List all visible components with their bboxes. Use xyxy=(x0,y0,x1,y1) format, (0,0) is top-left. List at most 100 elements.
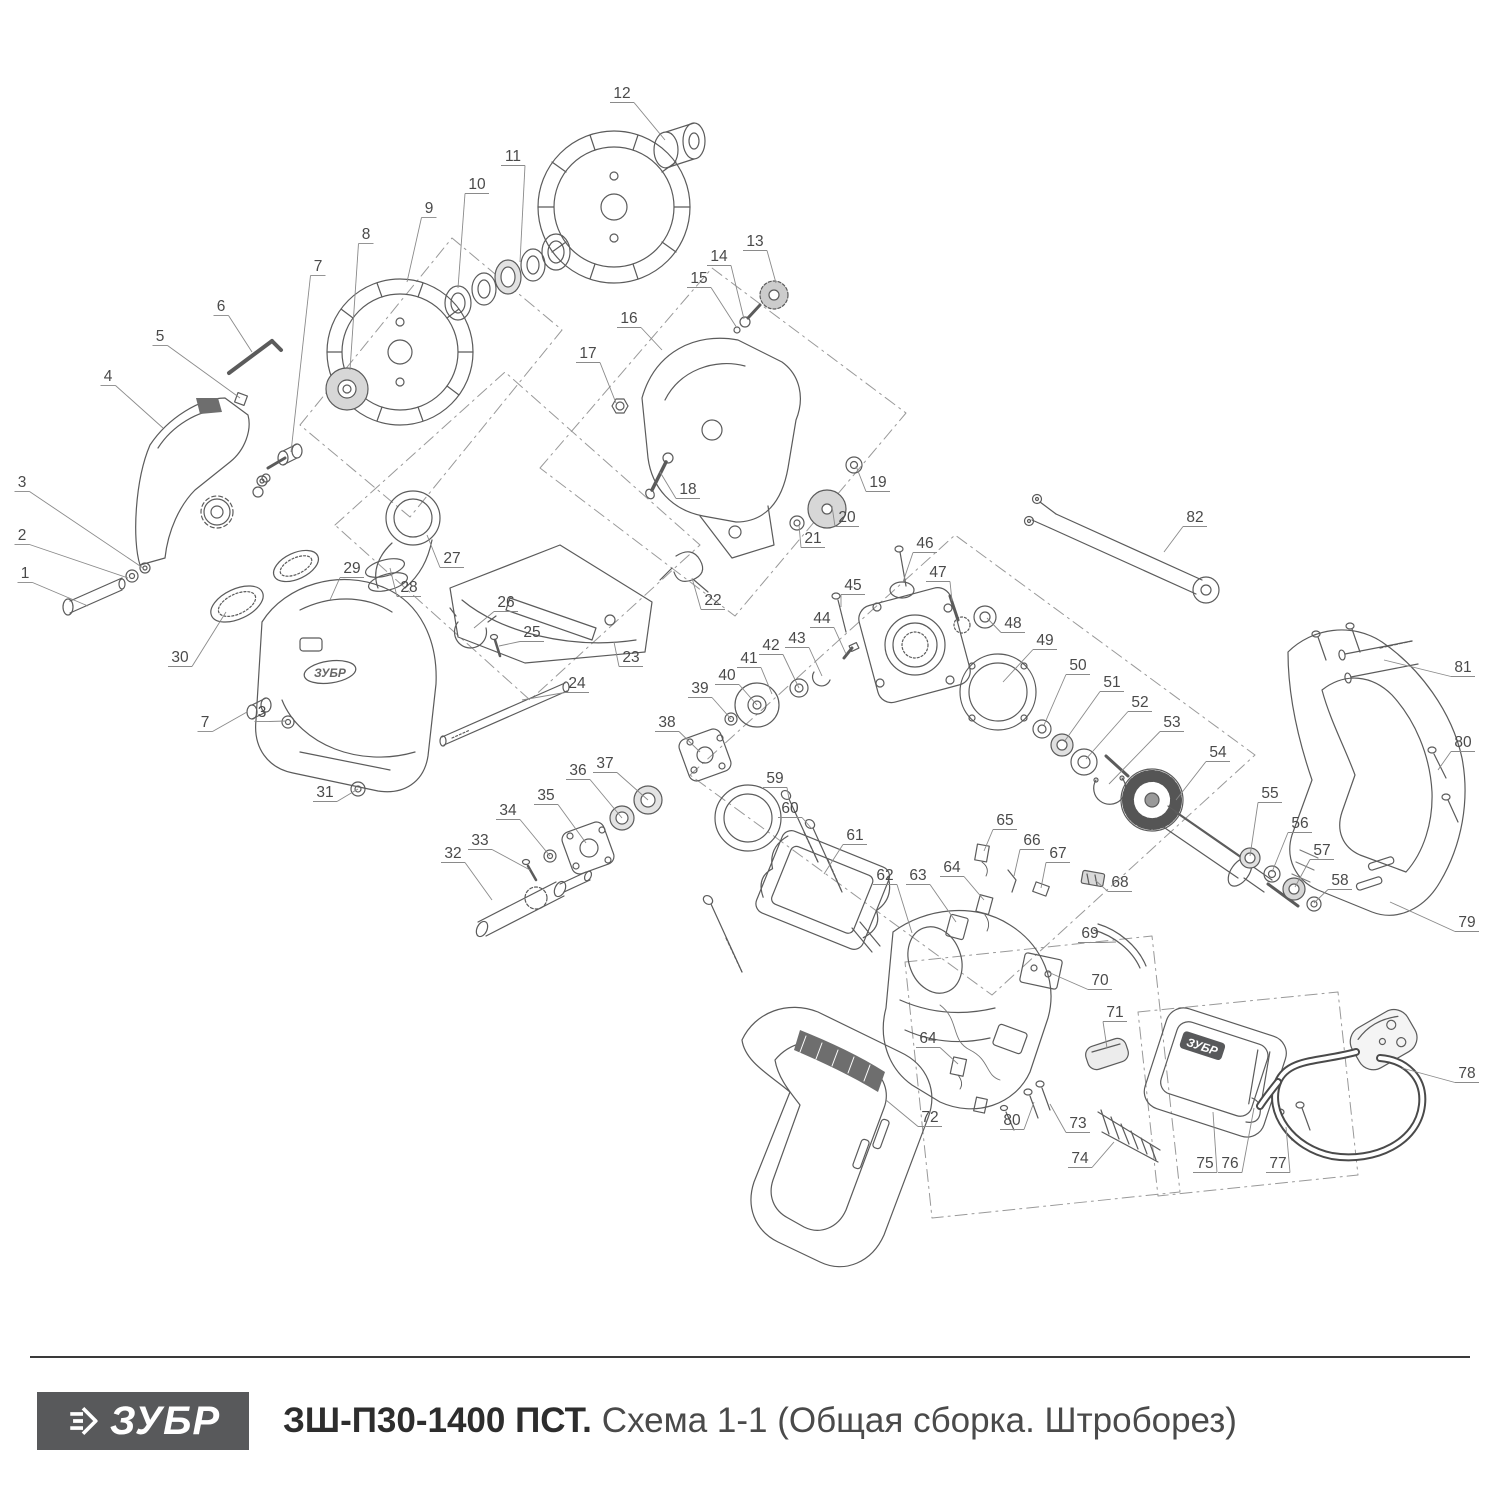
part-callout-11: 11 xyxy=(501,148,526,263)
part-callout-46: 46 xyxy=(902,535,937,583)
part-number: 73 xyxy=(1069,1115,1086,1132)
part-callout-14: 14 xyxy=(707,248,745,320)
part-callout-4: 4 xyxy=(100,368,164,429)
part-number: 29 xyxy=(343,560,360,577)
arbor-sleeve xyxy=(653,122,706,169)
gear-housing xyxy=(831,545,997,704)
bearing-plate xyxy=(561,785,663,875)
part-number: 17 xyxy=(579,345,596,362)
torsion-spring xyxy=(659,551,709,593)
part-callout-2: 2 xyxy=(14,527,129,579)
power-cord xyxy=(1256,1008,1427,1162)
part-callout-43: 43 xyxy=(785,630,823,677)
part-number: 69 xyxy=(1081,925,1098,942)
part-callout-35: 35 xyxy=(534,787,587,844)
part-number: 12 xyxy=(613,85,630,102)
part-callout-36: 36 xyxy=(566,762,623,819)
part-callout-65: 65 xyxy=(983,812,1017,852)
part-callout-29: 29 xyxy=(329,560,364,601)
spindle-shaft xyxy=(439,681,570,747)
part-number: 65 xyxy=(996,812,1013,829)
inner-flange xyxy=(325,367,369,411)
part-number: 21 xyxy=(804,530,821,547)
part-callout-64: 64 xyxy=(916,1030,959,1065)
part-callout-40: 40 xyxy=(715,667,758,706)
part-number: 24 xyxy=(568,675,586,692)
part-number: 22 xyxy=(704,592,721,609)
part-number: 63 xyxy=(909,867,926,884)
part-callout-9: 9 xyxy=(406,200,437,283)
part-callout-62: 62 xyxy=(873,867,913,934)
part-number: 46 xyxy=(916,535,933,552)
part-callout-25: 25 xyxy=(498,624,544,647)
part-callout-20: 20 xyxy=(831,505,859,527)
part-number: 41 xyxy=(740,650,757,667)
part-number: 50 xyxy=(1069,657,1087,674)
part-number: 40 xyxy=(718,667,736,684)
part-number: 8 xyxy=(362,226,371,243)
part-callout-63: 63 xyxy=(906,867,957,923)
part-number: 18 xyxy=(679,481,696,498)
part-number: 4 xyxy=(104,368,113,385)
part-number: 81 xyxy=(1454,659,1471,676)
part-callout-22: 22 xyxy=(691,577,725,610)
pin-spanner-wrench xyxy=(1023,493,1220,604)
part-number: 25 xyxy=(523,624,540,641)
part-number: 14 xyxy=(710,248,728,265)
part-number: 75 xyxy=(1196,1155,1213,1172)
part-number: 77 xyxy=(1269,1155,1286,1172)
switch-and-brushes xyxy=(945,843,1147,1071)
part-callout-78: 78 xyxy=(1401,1065,1479,1083)
part-callout-3: 3 xyxy=(14,474,144,569)
part-number: 3 xyxy=(18,474,27,491)
part-number: 64 xyxy=(919,1030,937,1047)
part-number: 34 xyxy=(499,802,517,819)
part-number: 2 xyxy=(18,527,27,544)
part-callout-42: 42 xyxy=(759,637,800,689)
part-number: 28 xyxy=(400,579,417,596)
part-number: 10 xyxy=(468,176,486,193)
part-callout-32: 32 xyxy=(441,845,493,901)
part-number: 1 xyxy=(21,565,30,582)
part-number: 55 xyxy=(1261,785,1278,802)
part-callout-56: 56 xyxy=(1271,815,1312,873)
scheme-title: Схема 1-1 (Общая сборка. Штроборез) xyxy=(601,1401,1237,1440)
part-callout-67: 67 xyxy=(1040,845,1070,889)
stator xyxy=(755,830,891,950)
part-number: 45 xyxy=(844,577,861,594)
footer: ЗУБР ЗШ-П30-1400 ПСТ.Схема 1-1 (Общая сб… xyxy=(37,1392,1237,1450)
washer-stack xyxy=(444,233,571,321)
model-title: ЗШ-П30-1400 ПСТ. xyxy=(283,1401,592,1440)
part-callout-41: 41 xyxy=(737,650,773,695)
part-callout-5: 5 xyxy=(152,328,241,399)
part-number: 27 xyxy=(443,550,460,567)
part-number: 66 xyxy=(1023,832,1040,849)
cutting-disc-rear xyxy=(537,130,691,284)
part-number: 36 xyxy=(569,762,586,779)
part-callout-47: 47 xyxy=(926,564,953,602)
part-number: 52 xyxy=(1131,694,1148,711)
part-number: 48 xyxy=(1004,615,1021,632)
part-number: 82 xyxy=(1186,509,1203,526)
handle-bolt xyxy=(62,562,151,616)
part-number: 32 xyxy=(444,845,461,862)
part-callout-73: 73 xyxy=(1049,1103,1090,1133)
part-callout-51: 51 xyxy=(1063,674,1124,743)
part-callout-30: 30 xyxy=(168,611,227,667)
part-number: 78 xyxy=(1458,1065,1475,1082)
part-number: 43 xyxy=(788,630,805,647)
armature-rotor xyxy=(1104,754,1322,912)
part-callout-75: 75 xyxy=(1193,1111,1218,1173)
part-callout-12: 12 xyxy=(610,85,666,141)
part-number: 51 xyxy=(1103,674,1120,691)
part-number: 33 xyxy=(471,832,488,849)
part-callout-52: 52 xyxy=(1085,694,1152,760)
part-number: 35 xyxy=(537,787,554,804)
part-callout-50: 50 xyxy=(1043,657,1090,726)
rear-handle xyxy=(1287,622,1466,916)
part-number: 20 xyxy=(838,509,856,526)
part-number: 39 xyxy=(691,680,708,697)
part-callout-23: 23 xyxy=(613,641,643,667)
inner-flange-set xyxy=(678,641,860,782)
part-callout-37: 37 xyxy=(593,755,649,801)
